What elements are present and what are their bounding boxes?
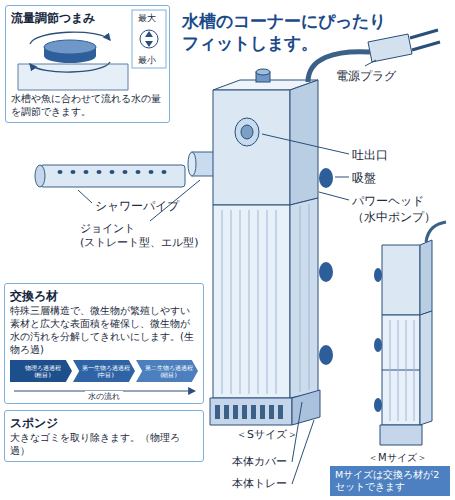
joint-end	[188, 152, 196, 176]
part-label: 吸盤	[352, 170, 376, 186]
m-head-side	[420, 240, 432, 315]
turn-arrow	[30, 62, 110, 72]
stage-text: 第二生物ろ過過程 (細目)	[136, 361, 198, 382]
knob-illustration	[18, 32, 128, 90]
size-label: ＜Sサイズ＞	[236, 428, 298, 442]
chevron-fill	[73, 360, 135, 382]
plug-prong	[412, 42, 440, 50]
stage-chevron: 物理ろ過過程 (粗目)	[10, 360, 72, 382]
tray-side	[292, 390, 320, 425]
pipe-holes	[58, 170, 167, 174]
note-text: Mサイズは交換ろ材が2セットできます	[335, 469, 445, 493]
head-front	[213, 90, 290, 205]
chevron-fill	[10, 360, 72, 382]
pipe-end	[35, 165, 45, 187]
chevron-fill	[136, 360, 198, 382]
indicator-box	[132, 10, 166, 68]
stage-text: 第一生物ろ過過程 (中目)	[73, 361, 135, 382]
head-side	[290, 80, 318, 205]
filter-s	[210, 30, 440, 425]
stage-chevron: 第二生物ろ過過程 (細目)	[136, 360, 198, 382]
note-box: Mサイズは交換ろ材が2セットできます	[330, 466, 450, 496]
indicator-dial	[140, 30, 158, 48]
flow-indicator	[132, 10, 166, 68]
m-tray	[380, 425, 422, 445]
knob-top	[256, 69, 270, 75]
indicator-label: 最小	[138, 54, 156, 66]
leader-lines	[78, 60, 376, 484]
box-heading: スポンジ	[10, 415, 198, 431]
m-cup	[374, 268, 382, 282]
tray-slots	[215, 405, 283, 419]
part-label: パワーヘッド （水中ポンプ）	[352, 193, 452, 225]
indicator-label: 最大	[138, 12, 156, 24]
stage-chevron: 第一生物ろ過過程 (中目)	[73, 360, 135, 382]
box-heading: 交換ろ材	[10, 288, 198, 304]
stage-row: 物理ろ過過程 (粗目)第一生物ろ過過程 (中目)第二生物ろ過過程 (細目)	[10, 360, 198, 382]
part-label: 本体カバー	[232, 455, 287, 469]
box-body: 特殊三層構造で、微生物が繁殖しやすい素材と広大な表面積を確保し、微生物が水の汚れ…	[10, 304, 198, 356]
m-cover	[382, 315, 420, 425]
flow-row: 水の流れ	[10, 384, 198, 399]
knob-top	[44, 40, 96, 54]
m-cable	[426, 222, 446, 242]
outlet	[235, 118, 259, 146]
stage-text: 物理ろ過過程 (粗目)	[10, 361, 72, 382]
box-body: 水槽や魚に合わせて流れる水の量を調節できます。	[11, 92, 164, 118]
up-triangle	[145, 31, 153, 37]
tray-front	[210, 398, 292, 425]
m-cover-side	[420, 311, 432, 425]
suction-cup	[319, 168, 333, 188]
shower-pipe	[35, 165, 185, 187]
cover-front	[213, 205, 290, 398]
m-lines	[390, 320, 414, 421]
flow-head	[188, 387, 196, 395]
part-label: 吐出口	[352, 147, 388, 163]
plug-body	[368, 34, 412, 62]
part-label: ジョイント (ストレート型、エル型)	[80, 222, 210, 250]
turn-arrow	[30, 32, 110, 44]
plug-prong	[410, 30, 438, 38]
title: 水槽のコーナーにぴったり フィットします。	[182, 10, 397, 54]
m-cup	[374, 398, 382, 412]
box-body: 大きなゴミを取り除きます。（物理ろ過）	[10, 431, 198, 457]
down-triangle	[145, 41, 153, 47]
part-label: 本体トレー	[232, 477, 287, 491]
feature-box: 交換ろ材特殊三層構造で、微生物が繁殖しやすい素材と広大な表面積を確保し、微生物が…	[4, 283, 204, 404]
filter-m	[374, 222, 446, 445]
suction-cup	[319, 262, 333, 282]
cover-lines	[222, 204, 309, 394]
m-cup	[374, 338, 382, 352]
cover-side	[290, 198, 318, 398]
m-head	[382, 245, 420, 315]
part-label: シャワーパイプ	[95, 198, 179, 214]
outlet-hole	[241, 125, 253, 139]
size-label: ＜Mサイズ＞	[368, 451, 427, 464]
feature-box: スポンジ大きなゴミを取り除きます。（物理ろ過）	[4, 410, 204, 462]
pipe-body	[40, 165, 185, 187]
part-label: 電源プラグ	[336, 68, 396, 84]
suction-cup	[319, 345, 333, 365]
flow-label: 水の流れ	[85, 391, 123, 403]
